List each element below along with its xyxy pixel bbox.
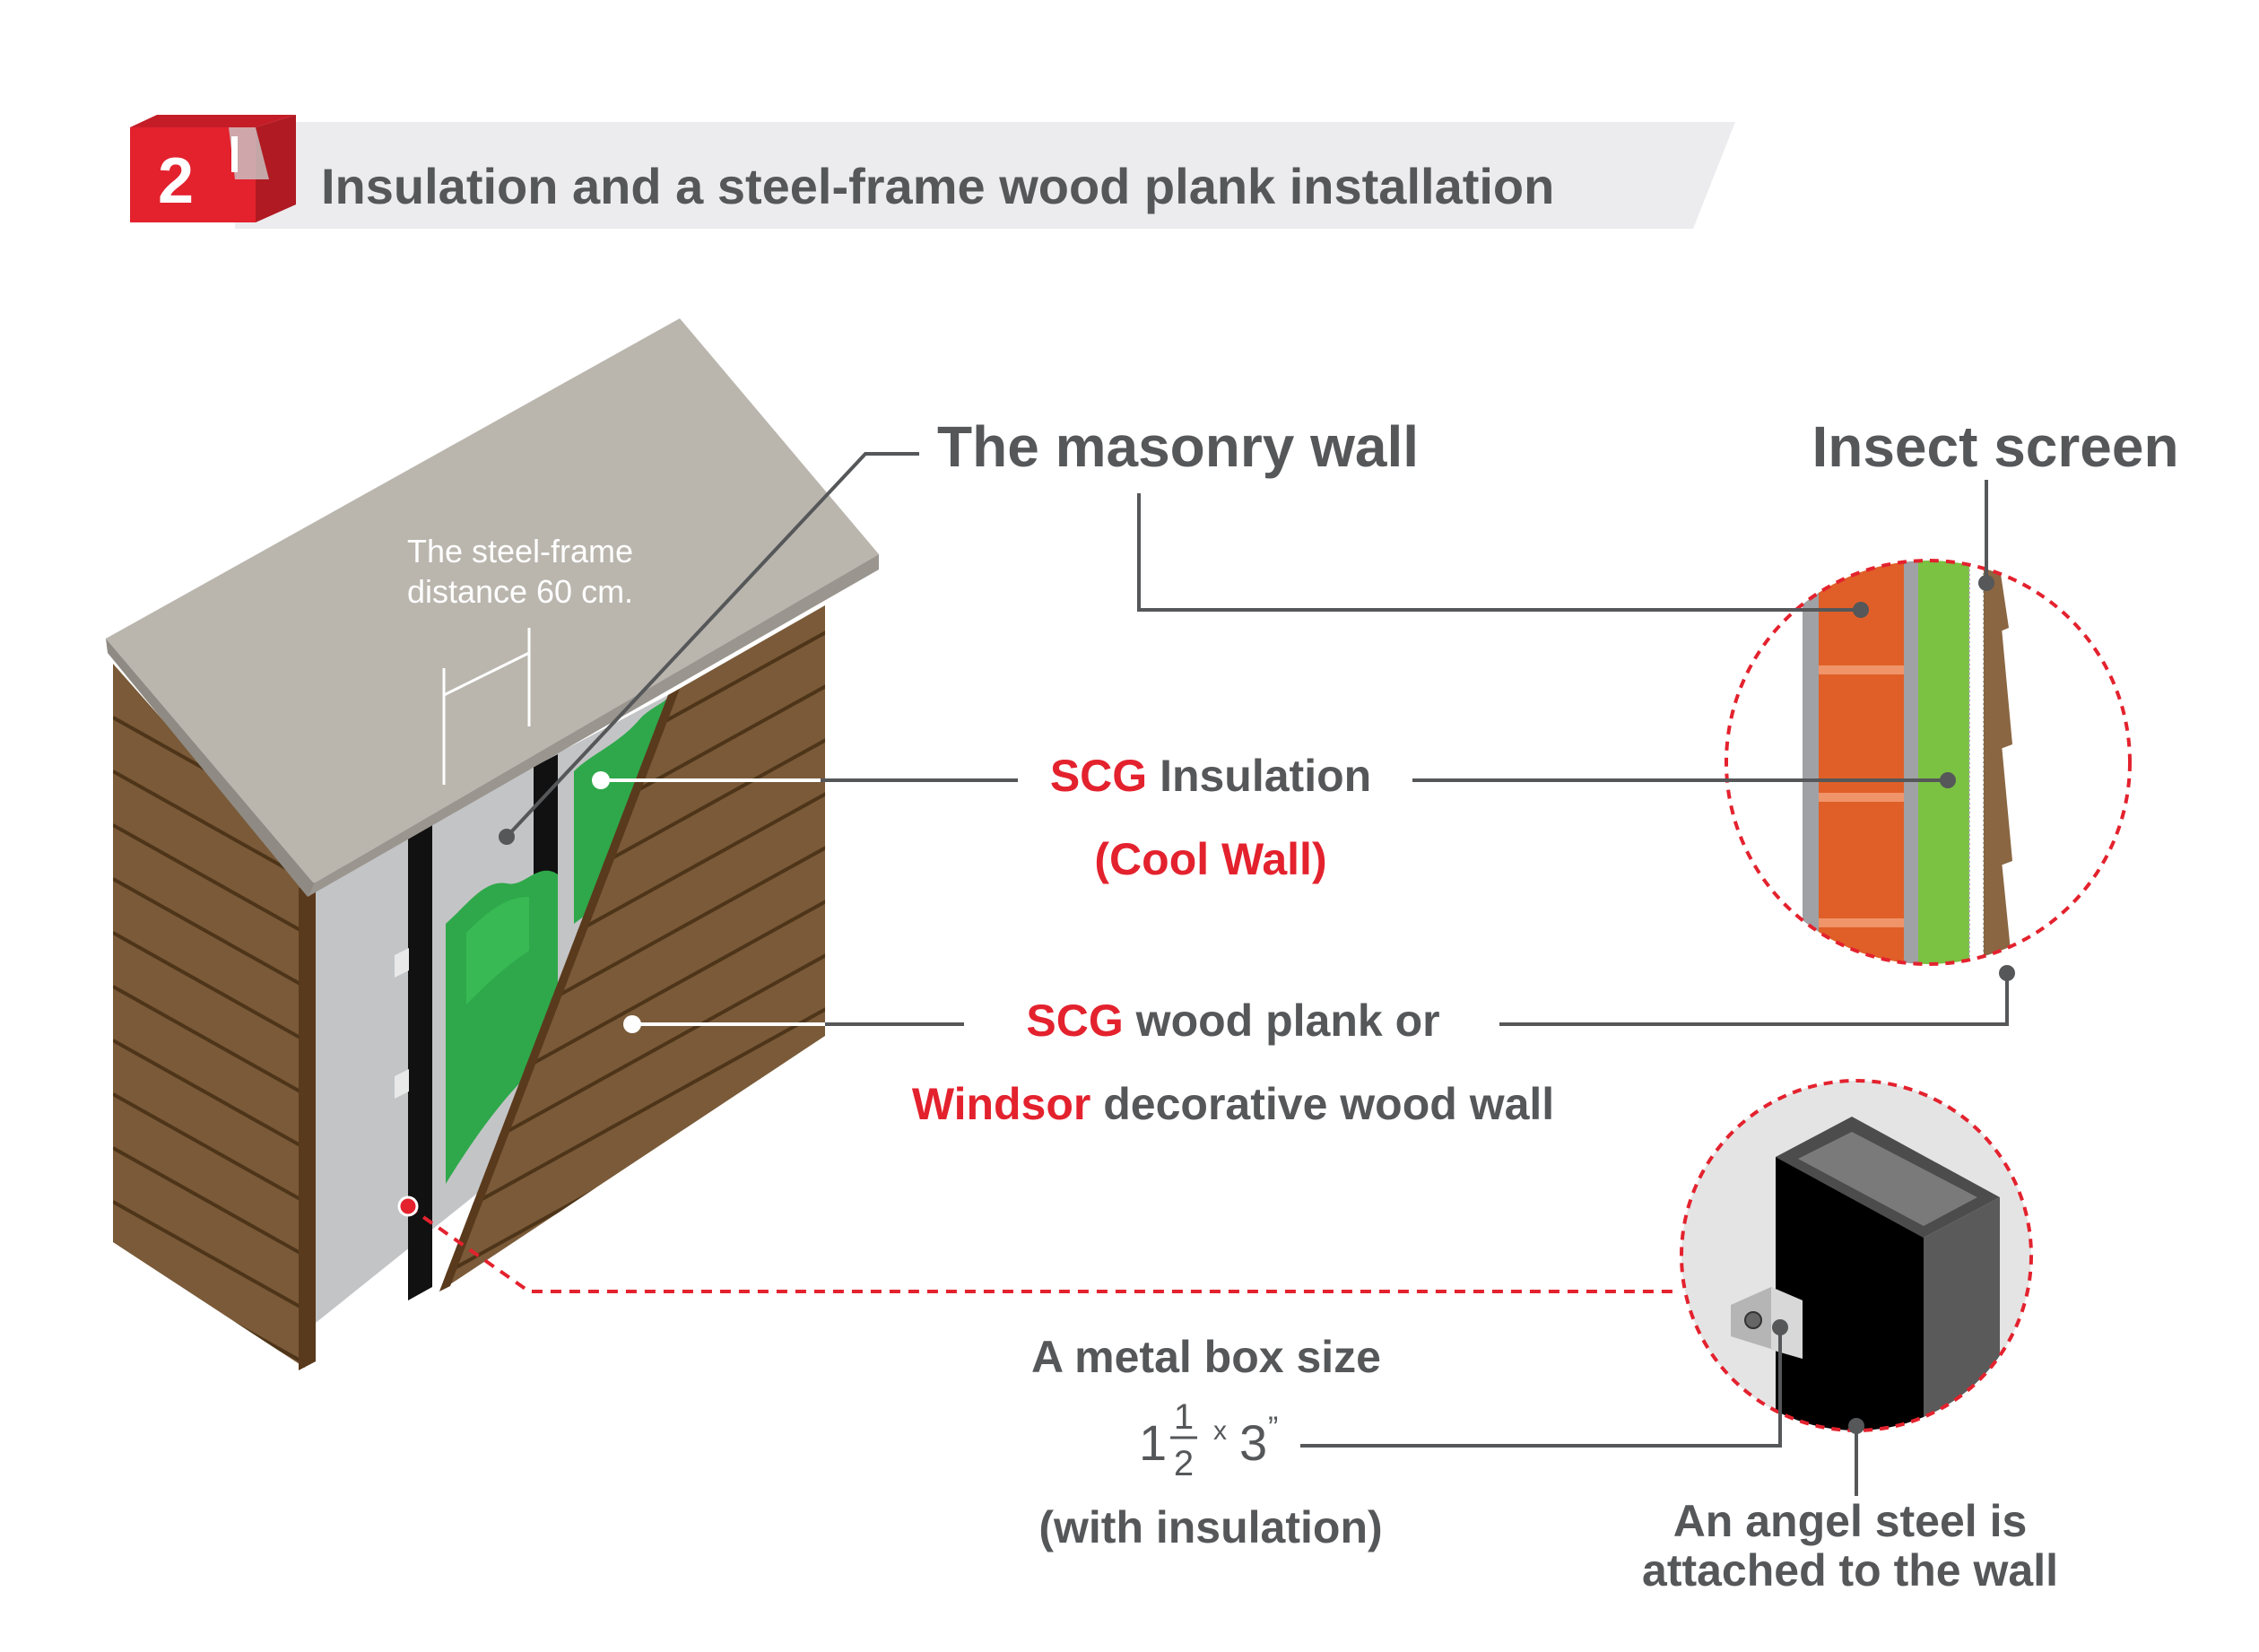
insect-screen-dot	[1978, 575, 1994, 591]
metal-box-denominator: 2	[1174, 1444, 1194, 1483]
insulation-sub-label: (Cool Wall)	[1094, 834, 1326, 884]
house-illustration: The steel-frame distance 60 cm.	[106, 318, 879, 1370]
metal-box-dot	[1772, 1319, 1788, 1335]
step-number: 2	[158, 145, 194, 217]
steel-frame-distance-line2: distance 60 cm.	[407, 573, 633, 610]
masonry-detail-leader	[1137, 493, 1861, 612]
wall-section-outline	[1725, 559, 2132, 966]
section-mortar-joints	[1819, 665, 1904, 927]
metal-box-size: 1 1 2 x 3 ”	[1139, 1397, 1278, 1483]
metal-box-front	[1776, 1157, 1924, 1430]
windsor-label: Windsor decorative wood wall	[912, 1079, 1554, 1129]
metal-box-unit: ”	[1268, 1411, 1278, 1445]
metal-box-leader	[1300, 1327, 1782, 1448]
insulation-detail-dot	[1940, 772, 1956, 788]
metal-box-hole	[1798, 1132, 1977, 1226]
masonry-detail-dot	[1853, 602, 1869, 618]
section-plaster	[1803, 561, 1819, 964]
corner-trim	[299, 881, 316, 1370]
masonry-leader	[505, 452, 919, 839]
step-badge: 2	[130, 115, 296, 222]
insulation-brand: SCG	[1050, 751, 1147, 801]
insulation-highlight	[466, 897, 529, 1004]
plank-text: wood plank or	[1124, 996, 1440, 1046]
metal-box-dimension: 3	[1239, 1414, 1267, 1471]
callout-lines	[397, 452, 1677, 1293]
frame-distance-marker	[442, 628, 531, 785]
roof-fascia-front	[308, 554, 879, 897]
left-wall	[113, 664, 305, 1368]
page-title: Insulation and a steel-frame wood plank …	[321, 158, 1554, 214]
plank-detail-dot	[1999, 965, 2015, 981]
angle-steel-label-line2: attached to the wall	[1642, 1545, 2058, 1595]
metal-box-times: x	[1213, 1416, 1227, 1446]
roof	[106, 318, 879, 883]
plank-cut-edge	[439, 689, 680, 1291]
steel-frame-distance-line1: The steel-frame	[407, 533, 633, 570]
metal-box-origin-dot	[397, 1196, 419, 1217]
section-steel	[1904, 561, 1918, 964]
angle-steel-label-line1: An angel steel is	[1673, 1496, 2028, 1546]
angle-brackets	[395, 948, 409, 1099]
header-banner: 2 Insulation and a steel-frame wood plan…	[130, 115, 1735, 229]
windsor-brand: Windsor	[912, 1079, 1091, 1129]
insulation-dot	[592, 771, 610, 789]
banner-background	[235, 122, 1735, 229]
section-insect-screen	[1968, 561, 1985, 964]
metal-box-dashed-leader	[406, 1204, 1677, 1293]
plank-detail-leader	[1499, 973, 2009, 1026]
insulation-label: SCG Insulation	[1050, 751, 1371, 801]
wall-section-detail	[1137, 480, 2132, 1026]
metal-box-numerator: 1	[1174, 1397, 1194, 1437]
left-wall-planks	[113, 716, 305, 1365]
metal-box-sub-label: (with insulation)	[1038, 1502, 1382, 1552]
metal-box-title: A metal box size	[1031, 1332, 1381, 1382]
plank-brand: SCG	[1026, 996, 1123, 1046]
insect-screen-label: Insect screen	[1812, 414, 2178, 479]
angle-steel-dot	[1848, 1418, 1864, 1434]
section-masonry	[1819, 561, 1904, 964]
metal-box-detail	[1300, 1079, 2033, 1496]
roof-fascia-left	[106, 639, 314, 897]
plank-label: SCG wood plank or	[1026, 996, 1439, 1046]
metal-box-whole: 1	[1139, 1414, 1167, 1471]
front-plank-wall	[439, 605, 825, 1291]
masonry-wall-label: The masonry wall	[937, 414, 1419, 479]
plank-dot	[623, 1015, 641, 1033]
masonry-dot	[499, 829, 515, 845]
insulation-text: Insulation	[1147, 751, 1371, 801]
steel-post-left	[408, 822, 432, 1300]
metal-box-side	[1924, 1197, 2000, 1430]
windsor-text: decorative wood wall	[1090, 1079, 1554, 1129]
section-insulation	[1918, 561, 1969, 964]
